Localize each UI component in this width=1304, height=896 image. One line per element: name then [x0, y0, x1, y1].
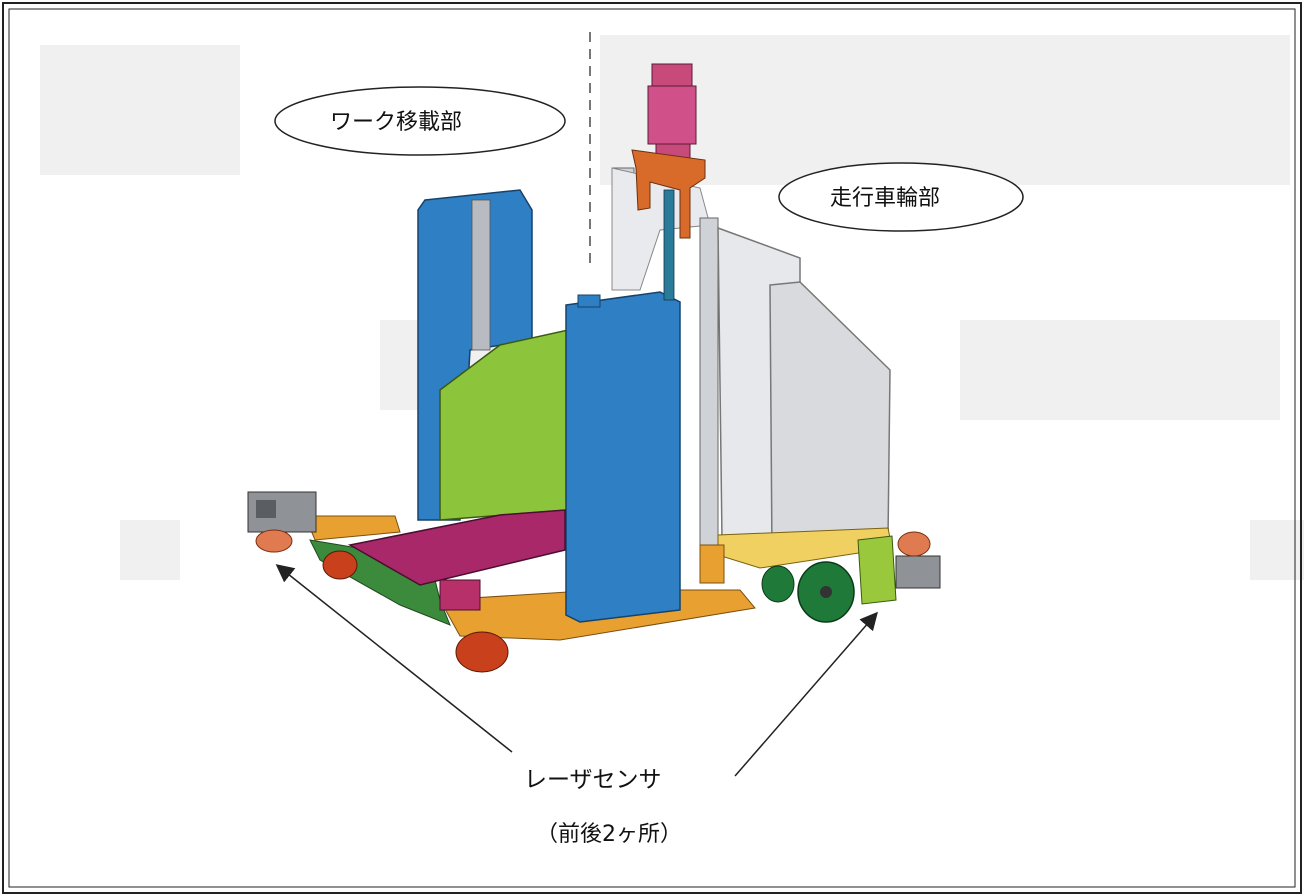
orange-small-part	[699, 544, 725, 584]
magenta-work-plate	[347, 509, 566, 586]
inner-border	[8, 8, 1296, 888]
caster-wheel-icon	[322, 550, 358, 580]
drive-wheel-hub	[820, 586, 832, 598]
gray-frame-panel	[611, 167, 711, 291]
drive-cover-front	[769, 281, 891, 556]
laser-sensor-note: （前後2ヶ所）	[536, 822, 682, 847]
caster-wheel-icon	[455, 631, 509, 673]
front-orange-bracket	[304, 515, 401, 541]
agv-illustration	[247, 63, 941, 673]
work-transfer-label: ワーク移載部	[330, 110, 463, 135]
laser-sensor-icon	[895, 531, 941, 589]
laser-sensor-icon	[247, 491, 317, 553]
drive-shaft	[663, 189, 675, 301]
motor-bracket	[631, 149, 706, 239]
front-blue-column	[565, 291, 681, 623]
drive-wheel-label: 走行車輪部	[830, 186, 941, 211]
magenta-small-part	[439, 579, 481, 611]
work-transfer-callout-ellipse	[274, 86, 566, 156]
front-column-top-cap	[577, 294, 601, 308]
laser-sensor-label: レーザセンサ	[524, 767, 662, 793]
rear-column-rail	[471, 199, 491, 351]
drive-wheel-callout-ellipse	[778, 162, 1024, 232]
gray-upright-right	[699, 217, 719, 559]
rear-green-bracket	[857, 535, 897, 605]
drive-wheel-icon	[761, 565, 795, 603]
sensor-arrow-front	[275, 564, 513, 753]
sensor-arrow-rear	[734, 611, 878, 777]
